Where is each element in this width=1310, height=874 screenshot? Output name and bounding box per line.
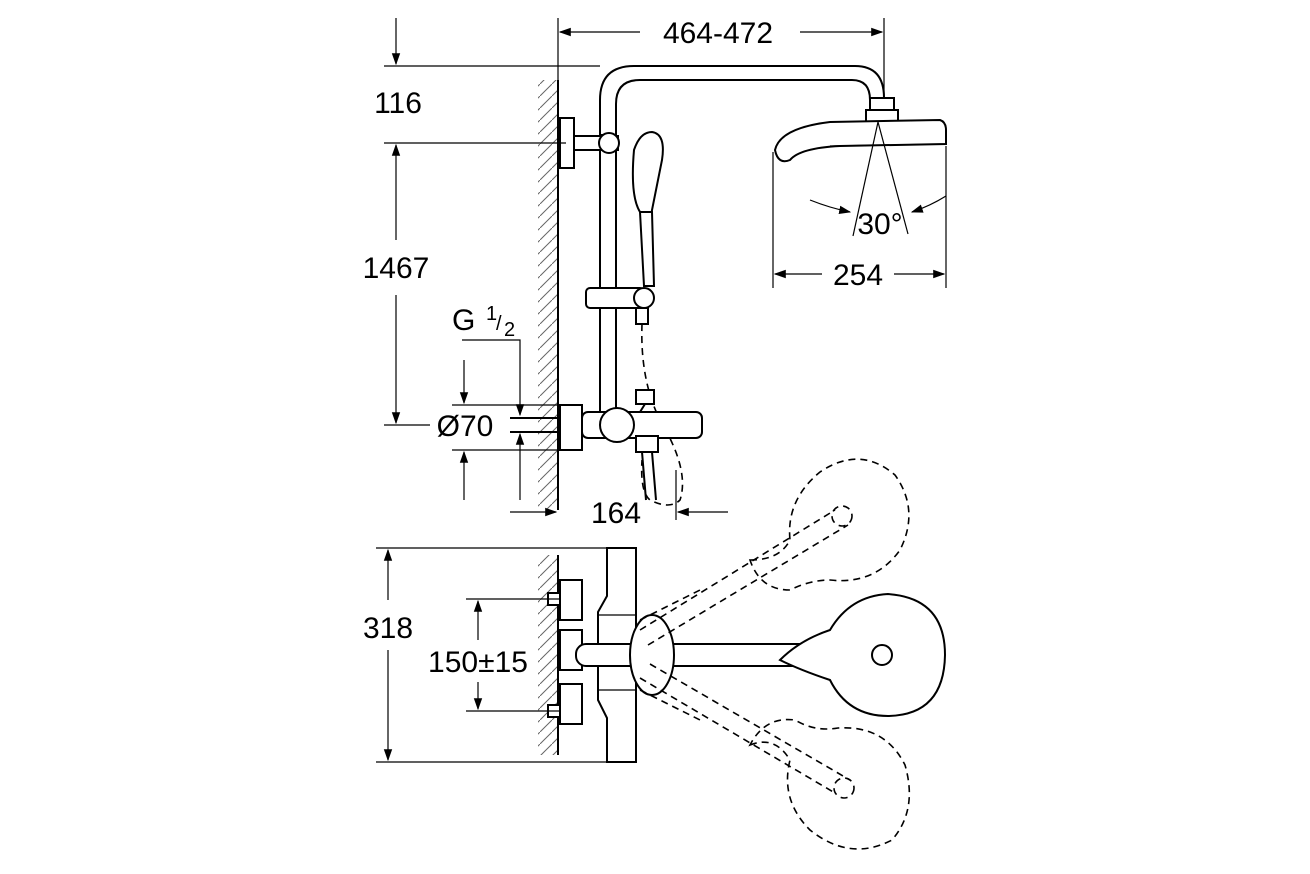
angle-arc-right xyxy=(910,195,947,213)
thread-leader xyxy=(462,339,525,417)
thread-g: G xyxy=(452,304,475,337)
shower-arm-inner xyxy=(615,79,871,135)
hand-shower-head xyxy=(631,130,664,222)
inlet-lower xyxy=(559,683,583,725)
angle-line-left xyxy=(852,121,879,237)
angle-line-right xyxy=(877,121,909,235)
plan-hand-shower xyxy=(629,614,675,696)
dim-wall-depth: 318 xyxy=(363,612,413,645)
shower-head xyxy=(773,118,947,163)
dim-top-offset: 116 xyxy=(374,87,422,120)
dim-head-angle: 30° xyxy=(857,208,902,241)
diverter-stem xyxy=(639,403,646,413)
diverter xyxy=(635,389,655,405)
plan-arm-rotated-lower-a xyxy=(639,677,836,794)
elevation-view: 464-472 116 1467 G 1 / 2 Ø70 164 xyxy=(363,17,947,530)
shower-head-face xyxy=(829,143,947,147)
inlet-upper xyxy=(559,579,583,621)
spout xyxy=(635,435,659,453)
dim-height: 1467 xyxy=(363,252,430,285)
spout-hose xyxy=(641,451,647,501)
dim-arm-reach: 464-472 xyxy=(663,17,773,50)
plan-head-center xyxy=(871,644,893,666)
shower-arm xyxy=(599,65,885,135)
plan-arm-rotated-upper-a xyxy=(639,509,836,631)
thread-slash: / xyxy=(496,313,502,335)
hand-shower-handle xyxy=(638,211,656,287)
thread-den: 2 xyxy=(504,319,515,341)
thread-num: 1 xyxy=(486,303,497,325)
dim-head-diameter: 254 xyxy=(833,259,883,292)
plan-arm-rotated-upper-b xyxy=(647,524,849,646)
slider-knob xyxy=(633,287,655,309)
spout-hose-2 xyxy=(651,451,657,501)
plan-arm-rotated-lower-b xyxy=(649,663,851,781)
mixer-body xyxy=(559,404,583,451)
mixer-handle xyxy=(599,407,635,443)
angle-arc-left xyxy=(809,199,852,214)
hose-connector xyxy=(635,307,649,325)
dim-inlet-spacing: 150±15 xyxy=(428,646,528,679)
plan-view: 318 150±15 xyxy=(363,458,947,850)
wall-hatch-lower xyxy=(538,555,558,755)
plan-joint-rotated-lower xyxy=(833,777,855,799)
riser-rail xyxy=(599,134,617,436)
bracket-knob xyxy=(598,132,620,154)
plan-head-rotated-lower xyxy=(748,718,911,850)
dim-spout: 164 xyxy=(591,497,641,530)
plan-joint-rotated-upper xyxy=(831,505,853,527)
plan-head-solid xyxy=(778,592,947,718)
plan-head-rotated-upper xyxy=(748,458,910,591)
wall-hatch-upper xyxy=(538,80,558,510)
dim-escutcheon: Ø70 xyxy=(437,410,494,443)
